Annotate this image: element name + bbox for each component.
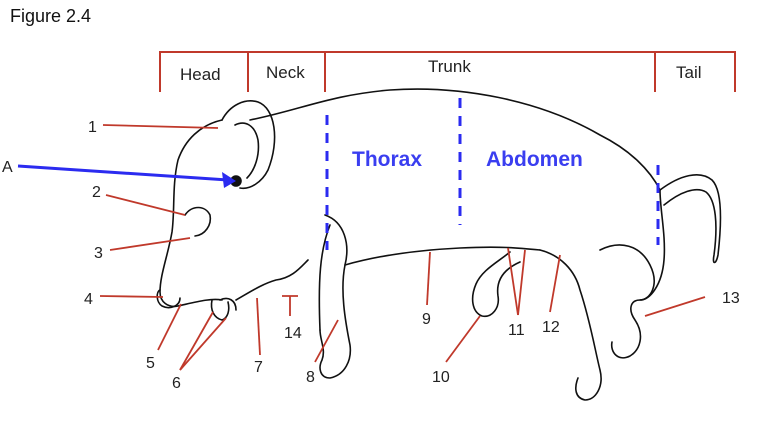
leader-4: [99, 295, 164, 298]
leader-6a: [179, 311, 214, 371]
tail-outline: [659, 174, 722, 264]
region-label-trunk: Trunk: [428, 57, 471, 76]
callout-13: 13: [722, 290, 740, 307]
ear-outline: [221, 100, 276, 190]
leader-10: [445, 315, 481, 363]
leader-2: [105, 194, 186, 216]
callout-9: 9: [422, 311, 431, 328]
pointer-a: [17, 164, 236, 188]
callout-12: 12: [542, 319, 560, 336]
leader-11a: [507, 247, 519, 316]
callout-3: 3: [94, 245, 103, 262]
figure-title: Figure 2.4: [10, 6, 92, 26]
leader-12: [549, 254, 561, 313]
callout-1: 1: [88, 119, 97, 136]
callout-14: 14: [284, 325, 302, 342]
pointer-a-label: A: [2, 159, 13, 176]
bracket-head: [159, 51, 249, 92]
region-label-neck: Neck: [266, 63, 305, 82]
callout-5: 5: [146, 355, 155, 372]
callout-10: 10: [432, 369, 450, 386]
leader-lines: [99, 124, 706, 371]
leader-14: [282, 295, 298, 316]
callout-2: 2: [92, 184, 101, 201]
leader-9: [426, 251, 431, 306]
callout-7: 7: [254, 359, 263, 376]
region-dividers: [325, 98, 660, 250]
leader-6b: [179, 317, 227, 371]
leader-8: [314, 319, 339, 363]
snout-outline: [156, 289, 181, 309]
callout-4: 4: [84, 291, 93, 308]
callout-11: 11: [508, 322, 525, 339]
label-abdomen: Abdomen: [486, 148, 583, 171]
leader-5: [157, 303, 182, 351]
leader-7: [256, 297, 261, 356]
fetal-pig-drawing: [156, 88, 722, 401]
leader-13: [644, 296, 706, 317]
head-outline: [159, 119, 223, 308]
leader-3: [109, 237, 191, 251]
leader-11b: [517, 249, 526, 316]
bracket-trunk: [325, 51, 656, 92]
front-leg-outline: [319, 214, 352, 379]
callout-numbers: 1 2 3 4 5 6 7 8 9 10 11 12 13 14: [84, 119, 740, 392]
region-brackets: [159, 51, 736, 92]
region-label-tail: Tail: [676, 63, 702, 82]
callout-8: 8: [306, 369, 315, 386]
eye-outline: [184, 206, 212, 237]
umbilical-cord-outline: [471, 251, 521, 318]
leader-1: [102, 124, 219, 129]
region-label-head: Head: [180, 65, 221, 84]
label-thorax: Thorax: [352, 148, 422, 171]
bracket-tail: [655, 51, 736, 92]
hind-leg-outline: [539, 249, 602, 401]
callout-6: 6: [172, 375, 181, 392]
